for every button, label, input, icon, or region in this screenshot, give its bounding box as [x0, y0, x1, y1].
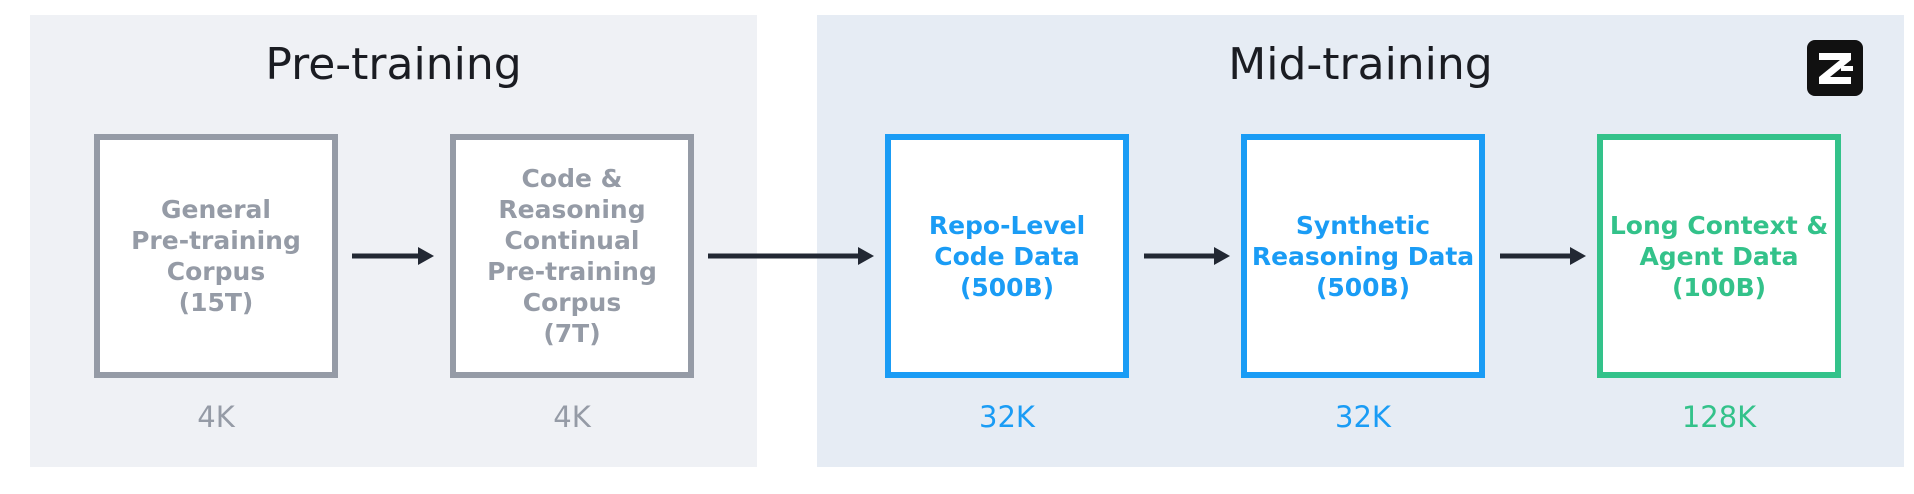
context-length-label: 32K: [979, 400, 1035, 434]
block-text-line: Pre-training: [131, 226, 301, 255]
block-text-line: General: [161, 195, 271, 224]
block-text-line: Code &: [521, 164, 623, 193]
block-text-line: Reasoning Data: [1251, 241, 1475, 271]
block-text-line: Corpus: [522, 288, 622, 317]
block-text-line: Corpus: [166, 257, 266, 286]
block-synthetic-reasoning-data: Synthetic Reasoning Data (500B): [1241, 134, 1485, 378]
arrow-4-to-5-icon: [1500, 247, 1586, 265]
context-length-label: 4K: [197, 400, 235, 434]
block-text-line: (500B): [1315, 272, 1411, 302]
block-text-line: Continual: [504, 226, 640, 255]
block-long-context-agent-data: Long Context & Agent Data (100B): [1597, 134, 1841, 378]
block-text-line: Agent Data: [1639, 241, 1799, 271]
context-length-label: 128K: [1681, 400, 1757, 434]
block-text-line: Synthetic: [1295, 210, 1431, 240]
pretraining-title: Pre-training: [265, 39, 522, 90]
block-text-line: (7T): [543, 319, 601, 348]
arrow-3-to-4-icon: [1144, 247, 1230, 265]
arrow-1-to-2-icon: [352, 247, 434, 265]
block-text-line: Reasoning: [498, 195, 646, 224]
context-length-label: 32K: [1335, 400, 1391, 434]
block-text-line: Code Data: [934, 241, 1080, 271]
block-repo-level-code-data: Repo-Level Code Data (500B): [885, 134, 1129, 378]
block-text-line: Long Context &: [1609, 210, 1829, 240]
block-code-reasoning-corpus: Code & Reasoning Continual Pre-training …: [450, 134, 694, 378]
block-text-line: (15T): [178, 288, 254, 317]
block-text-line: (100B): [1671, 272, 1767, 302]
block-general-pretraining-corpus: General Pre-training Corpus (15T): [94, 134, 338, 378]
arrow-2-to-3-icon: [708, 247, 874, 265]
block-text-line: Pre-training: [487, 257, 657, 286]
midtraining-title: Mid-training: [1228, 39, 1493, 90]
z-logo-icon: [1807, 40, 1863, 96]
block-text-line: Repo-Level: [928, 210, 1086, 240]
context-length-label: 4K: [553, 400, 591, 434]
block-text-line: (500B): [959, 272, 1055, 302]
